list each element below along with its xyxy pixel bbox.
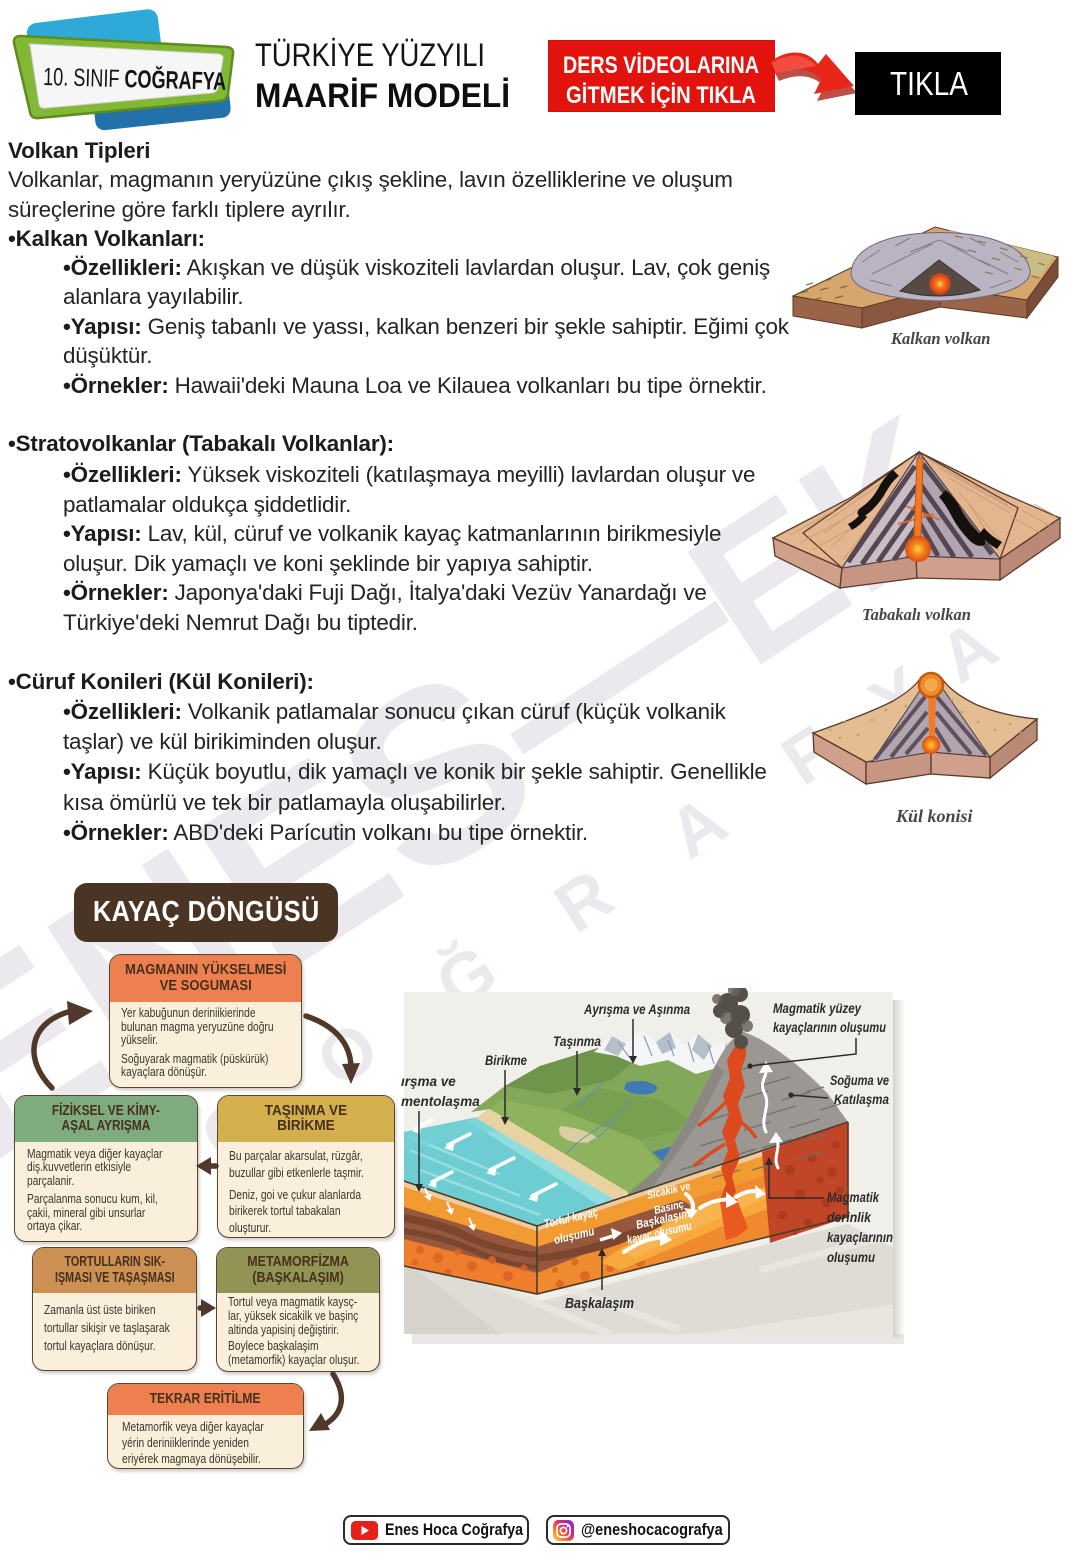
- svg-text:oluşumu: oluşumu: [827, 1250, 876, 1265]
- svg-text:Birikme: Birikme: [485, 1053, 527, 1068]
- svg-text:kayaçlarının: kayaçlarının: [827, 1230, 893, 1245]
- svg-text:MAARİF MODELİ: MAARİF MODELİ: [255, 77, 510, 115]
- svg-text:Ayrışma ve Aşınma: Ayrışma ve Aşınma: [583, 1002, 690, 1017]
- svg-text:GİTMEK İÇİN TIKLA: GİTMEK İÇİN TIKLA: [566, 82, 756, 109]
- svg-text:DERS VİDEOLARINA: DERS VİDEOLARINA: [563, 52, 759, 79]
- svg-text:Magmatik: Magmatik: [827, 1190, 880, 1205]
- svg-text:TIKLA: TIKLA: [890, 65, 968, 102]
- svg-text:10. SINIF COĞRAFYA: 10. SINIF COĞRAFYA: [43, 62, 227, 96]
- svg-text:TÜRKİYE YÜZYILI: TÜRKİYE YÜZYILI: [255, 37, 485, 73]
- svg-text:Başkalaşım: Başkalaşım: [565, 1295, 634, 1312]
- svg-text:derinlik: derinlik: [827, 1210, 872, 1225]
- svg-text:ırşma ve: ırşma ve: [401, 1074, 456, 1089]
- svg-text:Magmatik yüzey: Magmatik yüzey: [773, 1001, 862, 1016]
- svg-text:Katılaşma: Katılaşma: [834, 1092, 889, 1107]
- svg-text:Soğuma ve: Soğuma ve: [830, 1073, 889, 1088]
- svg-text:kayaçlarının oluşumu: kayaçlarının oluşumu: [773, 1020, 887, 1035]
- svg-text:mentolaşma: mentolaşma: [401, 1094, 480, 1109]
- svg-text:Taşınma: Taşınma: [553, 1034, 601, 1049]
